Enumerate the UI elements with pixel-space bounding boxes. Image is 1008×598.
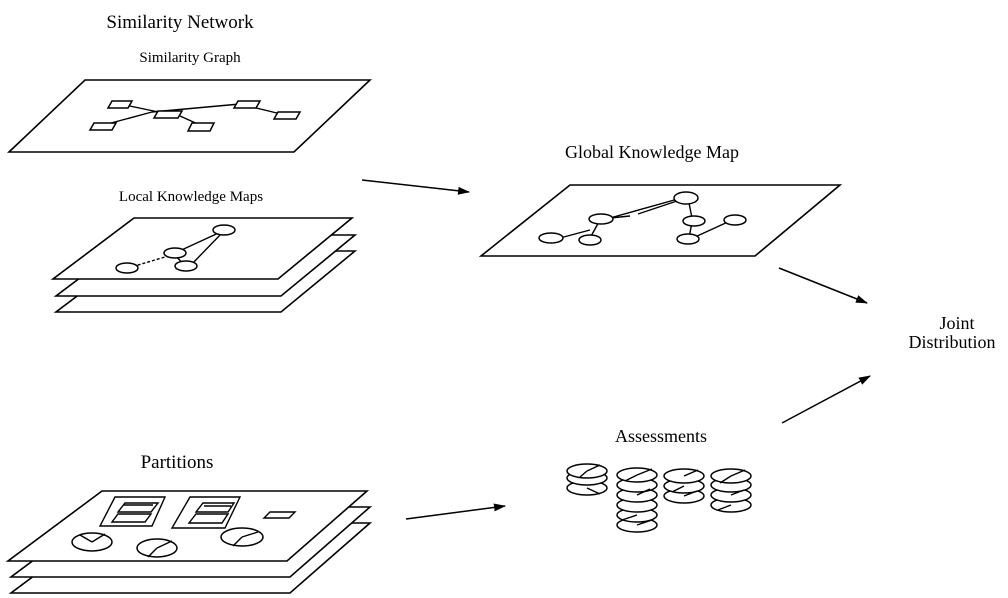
assessment-stack-4 xyxy=(710,468,752,513)
arrow-similarity-to-global xyxy=(361,179,470,195)
partition-block-right xyxy=(170,496,242,529)
joint-distribution-label-line1: Joint xyxy=(939,313,974,333)
partitions-title: Partitions xyxy=(141,452,214,473)
local-knowledge-maps-stack xyxy=(50,217,358,313)
similarity-graph-plane xyxy=(6,79,373,153)
partition-small-rect xyxy=(262,511,297,519)
partitions-stack xyxy=(5,490,373,594)
assessments-stacks xyxy=(566,463,752,533)
assessment-stack-3 xyxy=(663,468,705,504)
similarity-graph-label: Similarity Graph xyxy=(139,50,241,66)
similarity-network-title: Similarity Network xyxy=(106,12,254,33)
global-map-nodes xyxy=(538,191,747,246)
assessment-stack-1 xyxy=(566,463,608,496)
joint-distribution-label-line2: Distribution xyxy=(908,332,995,352)
global-knowledge-map-title: Global Knowledge Map xyxy=(565,142,739,162)
local-map-nodes xyxy=(115,224,236,274)
local-knowledge-maps-label: Local Knowledge Maps xyxy=(119,189,263,205)
partition-block-left xyxy=(98,496,167,527)
arrow-global-to-joint xyxy=(778,267,868,304)
partition-pies xyxy=(71,527,264,558)
assessments-title: Assessments xyxy=(615,426,707,446)
arrow-assessments-to-joint xyxy=(781,375,871,424)
assessment-stack-2 xyxy=(616,467,658,533)
arrow-partitions-to-assessments xyxy=(405,503,506,520)
similarity-graph-nodes xyxy=(88,100,302,132)
global-knowledge-map-plane xyxy=(478,184,843,257)
